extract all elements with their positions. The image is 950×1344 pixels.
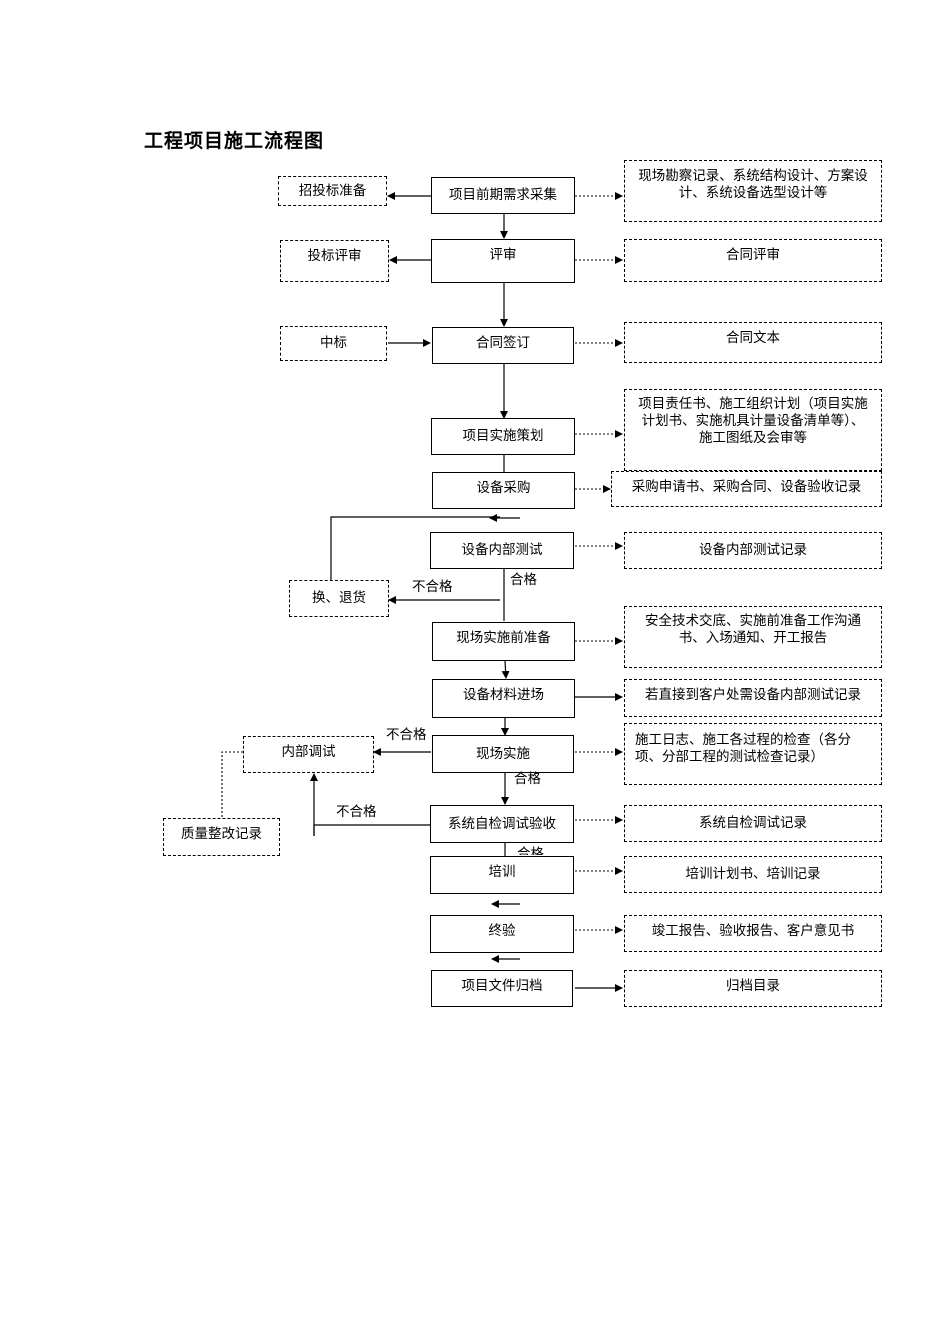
step-implementation-planning: 项目实施策划 (431, 418, 575, 455)
page-title: 工程项目施工流程图 (144, 130, 325, 152)
step-self-check-acceptance: 系统自检调试验收 (430, 805, 574, 843)
internal-debug-box: 内部调试 (243, 736, 374, 773)
step-equipment-purchase: 设备采购 (432, 472, 575, 509)
quality-fix-record-box: 质量整改记录 (163, 818, 280, 856)
bid-review-box: 投标评审 (280, 240, 389, 282)
doc-completion-report: 竣工报告、验收报告、客户意见书 (624, 915, 882, 952)
step-review: 评审 (431, 239, 575, 283)
doc-survey-design: 现场勘察记录、系统结构设计、方案设计、系统设备选型设计等 (624, 160, 882, 222)
step-equipment-internal-test: 设备内部测试 (430, 532, 574, 569)
step-site-implementation: 现场实施 (432, 735, 574, 773)
step-contract-signing: 合同签订 (432, 327, 574, 364)
doc-construction-log: 施工日志、施工各过程的检查（各分项、分部工程的测试检查记录） (624, 723, 882, 785)
label-pass-2: 合格 (514, 771, 541, 787)
doc-training-record: 培训计划书、培训记录 (624, 856, 882, 893)
label-pass-1: 合格 (510, 572, 537, 588)
doc-archive-index: 归档目录 (624, 970, 882, 1007)
step-demand-collection: 项目前期需求采集 (431, 177, 575, 214)
step-site-preparation: 现场实施前准备 (432, 622, 575, 661)
step-final-acceptance: 终验 (430, 915, 574, 953)
doc-internal-test-record: 设备内部测试记录 (624, 532, 882, 569)
label-fail-3: 不合格 (336, 804, 377, 820)
doc-purchase-records: 采购申请书、采购合同、设备验收记录 (611, 471, 882, 507)
doc-responsibility-plan: 项目责任书、施工组织计划（项目实施计划书、实施机具计量设备清单等）、施工图纸及会… (624, 389, 882, 471)
label-fail-1: 不合格 (412, 579, 453, 595)
step-material-entry: 设备材料进场 (432, 679, 575, 718)
doc-customer-test-record: 若直接到客户处需设备内部测试记录 (624, 679, 882, 717)
doc-self-check-record: 系统自检调试记录 (624, 805, 882, 842)
return-exchange-box: 换、退货 (289, 580, 389, 617)
bid-prep-box: 招投标准备 (278, 176, 387, 206)
label-fail-2: 不合格 (386, 727, 427, 743)
doc-contract-review: 合同评审 (624, 239, 882, 282)
doc-contract-text: 合同文本 (624, 322, 882, 363)
step-document-archiving: 项目文件归档 (431, 970, 573, 1007)
label-pass-3: 合格 (517, 846, 544, 855)
win-bid-box: 中标 (280, 326, 387, 361)
doc-safety-briefing: 安全技术交底、实施前准备工作沟通书、入场通知、开工报告 (624, 606, 882, 668)
step-training: 培训 (430, 856, 574, 894)
